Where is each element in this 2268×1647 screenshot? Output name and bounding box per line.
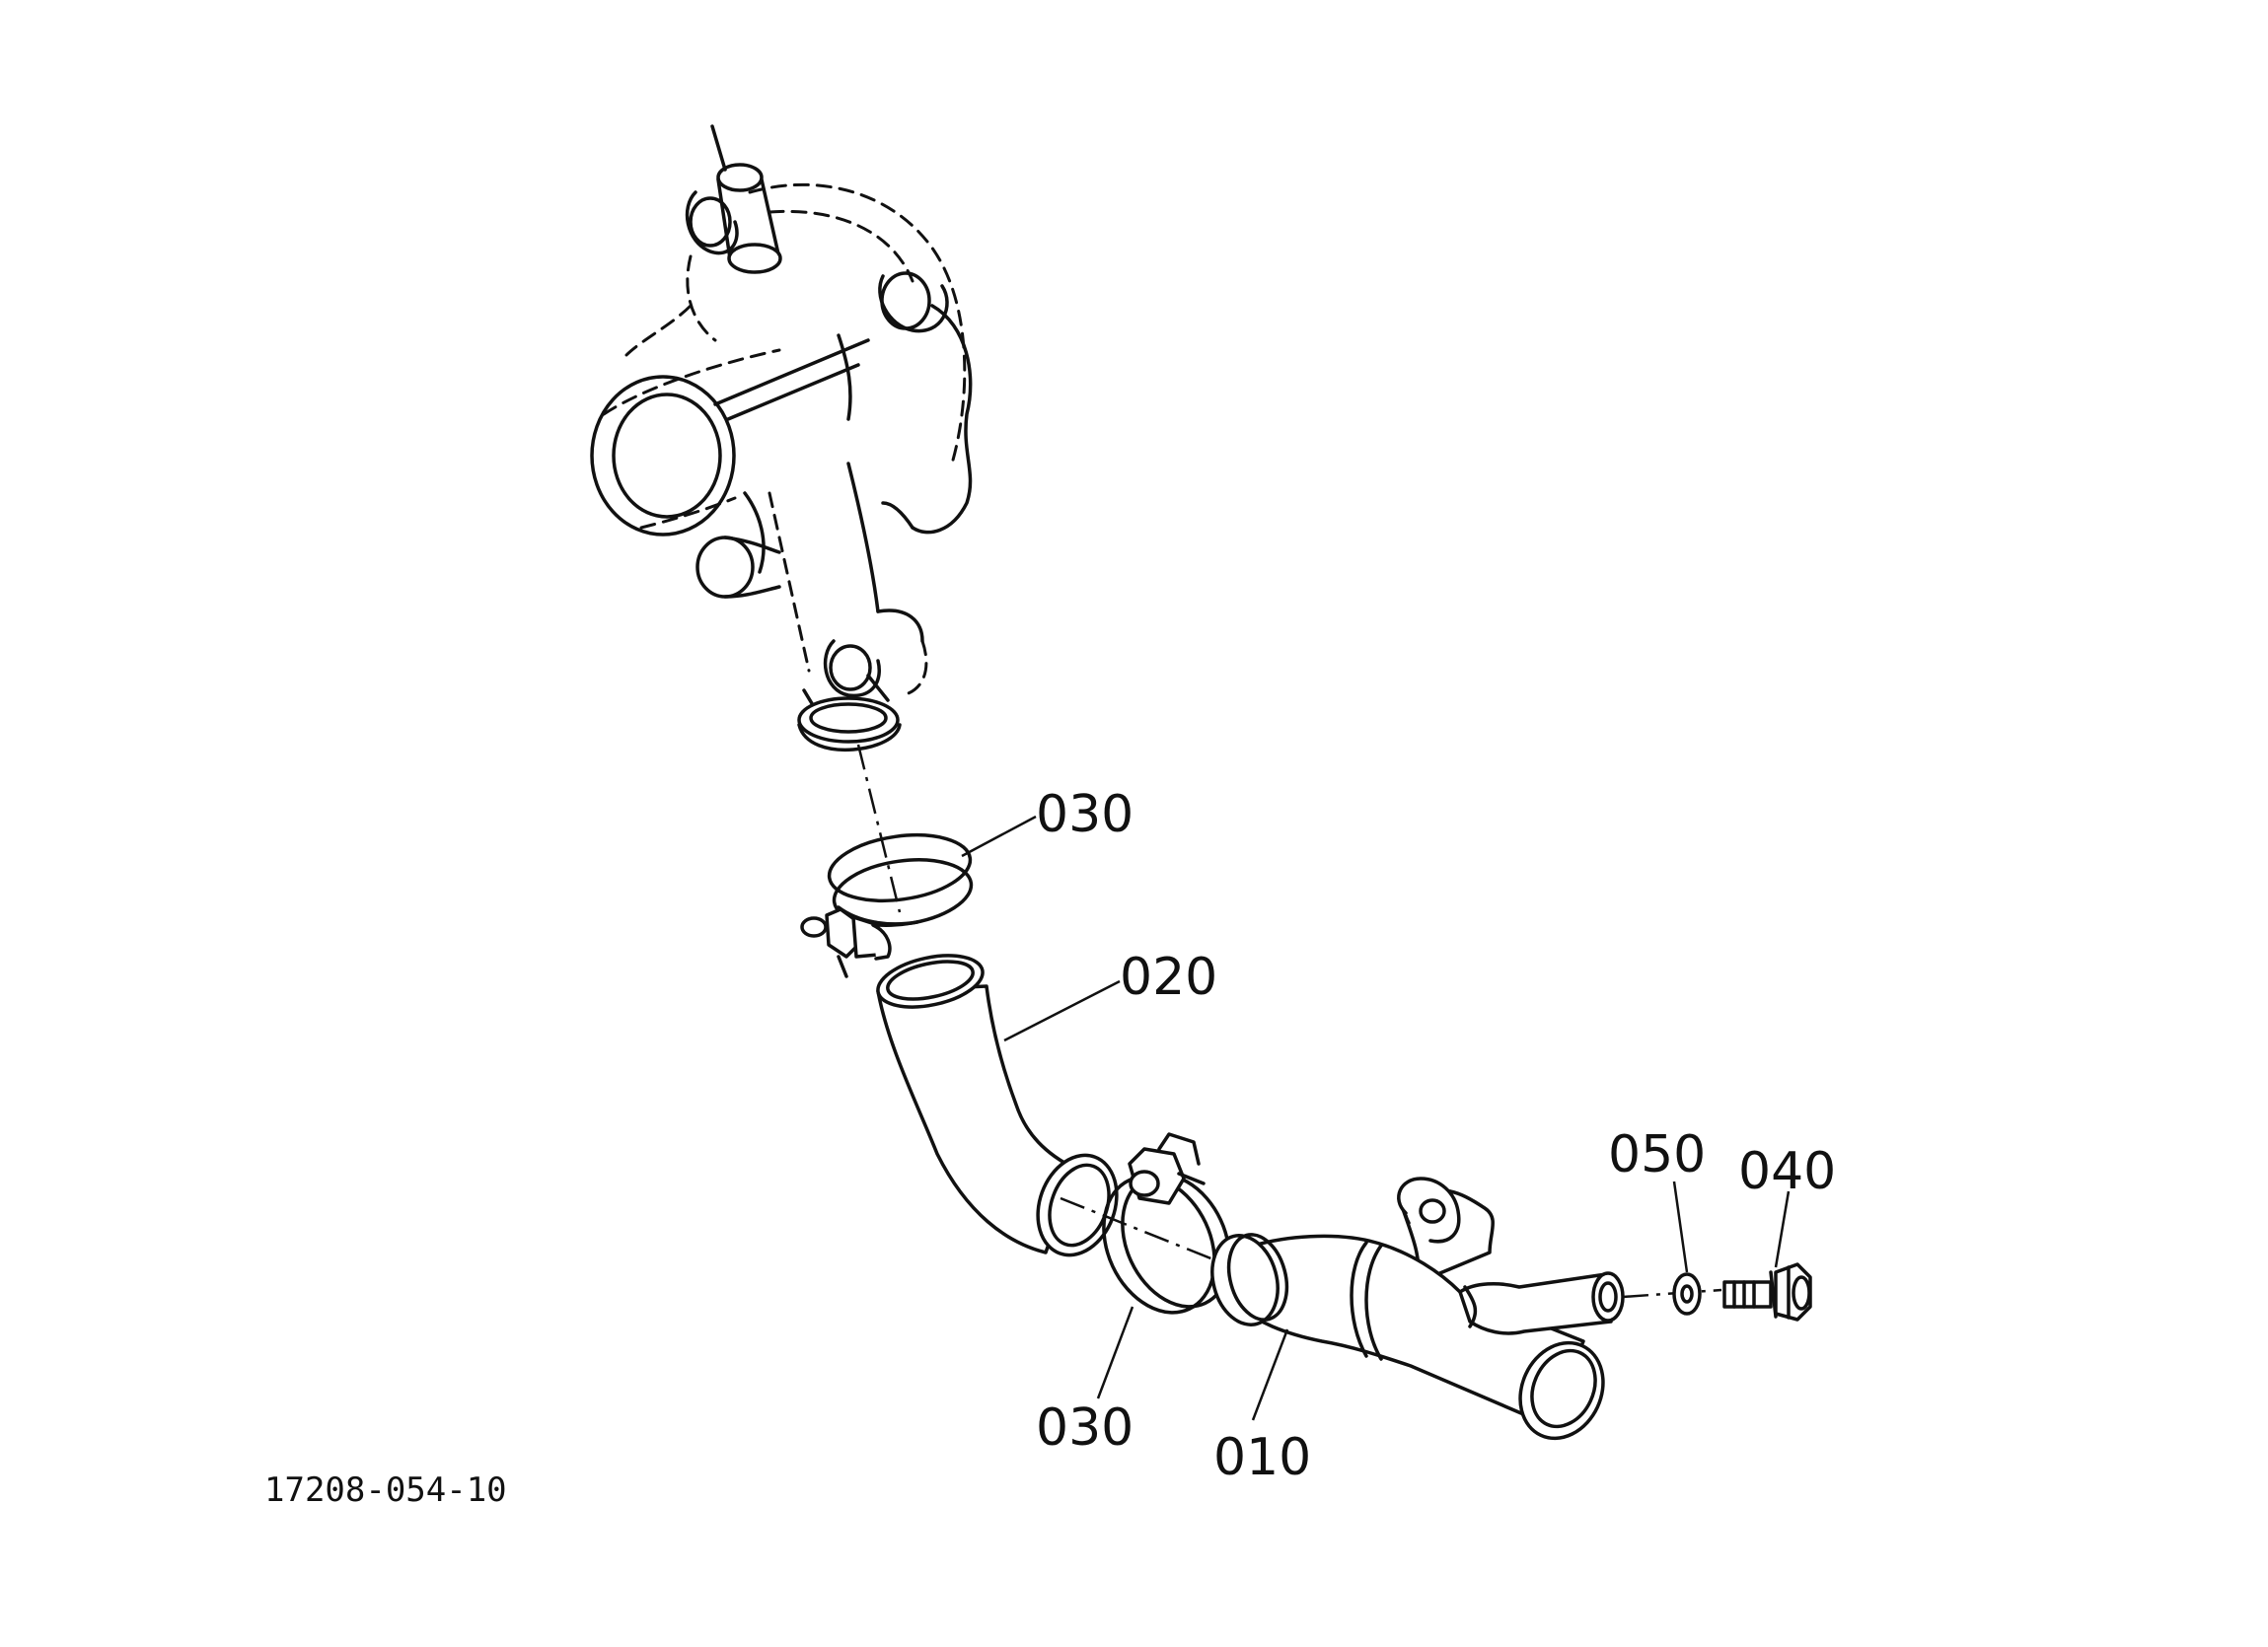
center-line-upper: [856, 744, 902, 913]
leader-clamp-lower: [1096, 1306, 1134, 1399]
callout-clamp-upper[interactable]: 030: [1036, 785, 1134, 844]
drawing-number: 17208-054-10: [264, 1470, 507, 1510]
leader-hose: [1003, 979, 1121, 1042]
hose-clamp-upper: [800, 833, 974, 978]
center-line-bolt: [1622, 1288, 1722, 1299]
water-pump-housing: [590, 124, 973, 752]
leader-bolt: [1774, 1190, 1791, 1268]
leader-washer: [1672, 1181, 1689, 1273]
water-hose: [876, 954, 1119, 1257]
callout-hose[interactable]: 020: [1120, 948, 1217, 1007]
callout-bolt[interactable]: 040: [1738, 1142, 1836, 1201]
callout-clamp-lower[interactable]: 030: [1036, 1398, 1134, 1458]
leader-pipe: [1251, 1328, 1289, 1421]
leader-clamp-upper: [961, 815, 1037, 858]
center-line-lower: [1060, 1196, 1229, 1267]
gasket-washer: [1672, 1272, 1702, 1316]
hose-clamp-lower: [1102, 1132, 1231, 1315]
callout-pipe[interactable]: 010: [1213, 1428, 1311, 1487]
callout-washer[interactable]: 050: [1608, 1125, 1706, 1184]
water-pipe: [1210, 1177, 1625, 1441]
hex-bolt: [1722, 1262, 1812, 1322]
